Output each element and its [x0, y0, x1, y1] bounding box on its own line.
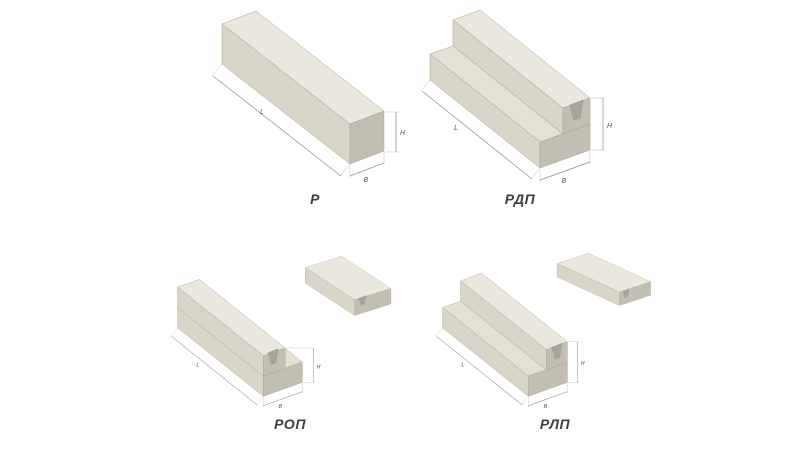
- dimension-lines: L H B: [211, 63, 406, 184]
- dim-line-length: [421, 90, 533, 180]
- secondary-beam: [305, 256, 392, 316]
- dim-label-height: H: [400, 129, 406, 137]
- dim-line-length: [436, 336, 523, 406]
- dim-line-width: [263, 391, 303, 406]
- beam-end-face: [349, 110, 385, 165]
- rop-beam-illustration: L H B: [170, 256, 392, 410]
- dim-label-height: H: [316, 364, 320, 370]
- dim-extension: [435, 327, 443, 337]
- dim-label-width: B: [544, 404, 548, 410]
- dim-extension: [530, 167, 541, 180]
- figure-rop: L H B РОП: [160, 250, 420, 432]
- figure-p: L H B Р: [200, 2, 430, 207]
- end-notch: [267, 348, 279, 365]
- beam-solid: [429, 9, 591, 169]
- p-beam-illustration: L H B: [211, 10, 406, 184]
- dim-label-length: L: [461, 363, 464, 369]
- dim-extension: [211, 63, 223, 77]
- dim-label-width: B: [364, 176, 369, 184]
- dim-label-length: L: [454, 124, 458, 132]
- figure-caption: Р: [310, 191, 320, 207]
- rlp-beam-illustration: L H B: [435, 252, 651, 410]
- dim-extension: [521, 396, 529, 406]
- end-notch: [551, 343, 563, 360]
- beam-end-face: [354, 288, 392, 316]
- dim-extension: [420, 79, 431, 92]
- main-beam: L H B: [170, 279, 321, 410]
- dim-extension: [170, 327, 178, 337]
- beam-end-face: [263, 361, 303, 397]
- dim-label-height: H: [607, 122, 613, 130]
- rdp-beam-illustration: L H B: [420, 9, 613, 185]
- end-notch: [622, 288, 630, 298]
- secondary-beam: [557, 252, 651, 306]
- figure-caption: РДП: [504, 191, 536, 207]
- beam-solid: [221, 10, 385, 165]
- figure-caption: РОП: [274, 416, 306, 432]
- dim-extension: [256, 396, 264, 406]
- dim-line-length: [171, 336, 258, 406]
- end-notch: [358, 295, 367, 306]
- dim-label-height: H: [581, 361, 585, 367]
- dimension-lines: L H B: [420, 79, 613, 185]
- dim-label-width: B: [562, 177, 567, 185]
- dim-label-length: L: [260, 108, 264, 116]
- dim-extension: [339, 163, 351, 177]
- dim-line-width: [539, 161, 591, 181]
- figure-rdp: L H B РДП: [410, 6, 630, 207]
- end-notch: [569, 99, 584, 121]
- dim-label-length: L: [196, 363, 199, 369]
- beam-end-face: [619, 281, 651, 306]
- figure-caption: РЛП: [539, 416, 571, 432]
- dim-label-width: B: [279, 404, 283, 410]
- dim-line-width: [349, 162, 385, 177]
- main-beam: L H B: [435, 272, 585, 410]
- dim-line-length: [212, 75, 342, 177]
- figure-rlp: L H B РЛП: [425, 250, 685, 432]
- dim-line-width: [528, 391, 568, 406]
